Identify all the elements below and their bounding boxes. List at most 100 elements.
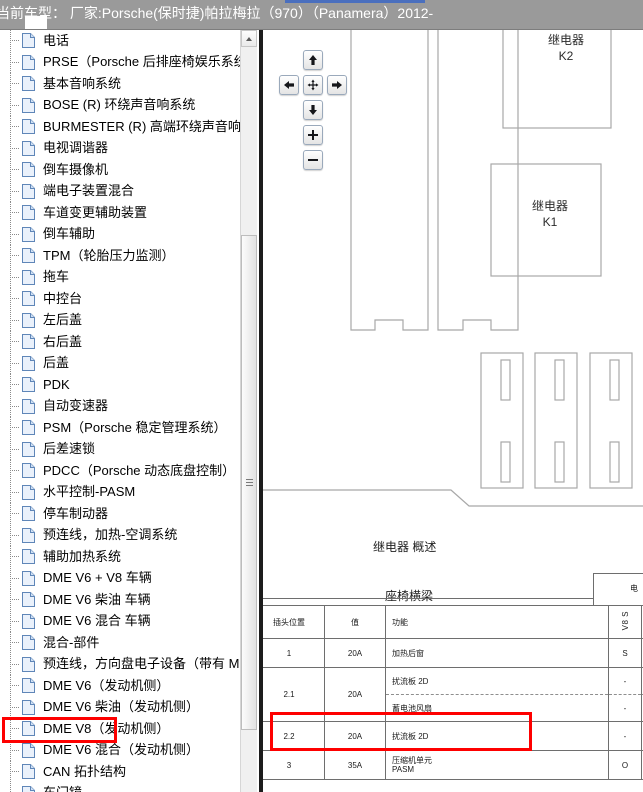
panel-divider[interactable] <box>259 30 263 792</box>
tree-item[interactable]: 倒车辅助 <box>0 223 257 246</box>
tree-item[interactable]: 车门镜 <box>0 782 257 792</box>
tree-connector-icon <box>8 331 22 353</box>
tree-scrollbar[interactable] <box>240 30 257 792</box>
tree-item[interactable]: DME V8（发动机侧） <box>0 718 257 740</box>
minus-icon <box>308 159 318 161</box>
tree-item[interactable]: 混合-部件 <box>0 632 257 654</box>
pan-down-button[interactable] <box>303 100 323 120</box>
cell-v8t: S <box>641 667 643 695</box>
zoom-out-button[interactable] <box>303 150 323 170</box>
tree-item[interactable]: 基本音响系统 <box>0 73 257 95</box>
column-header-function: 功能 <box>385 605 609 639</box>
tree-item[interactable]: DME V6 混合 车辆 <box>0 610 257 633</box>
cell-value: 20A <box>324 667 386 722</box>
tree-item-label: 车道变更辅助装置 <box>43 204 148 220</box>
tree-connector-icon <box>8 782 22 792</box>
table-row: 120A加热后窗SS <box>263 638 643 668</box>
pan-up-button[interactable] <box>303 50 323 70</box>
cell-v8s: - <box>608 694 642 722</box>
tree-item-label: CAN 拓扑结构 <box>43 763 127 779</box>
tree-item[interactable]: 预连线，方向盘电子设备（带有 MSW <box>0 653 257 676</box>
header-blank-patch <box>25 16 47 29</box>
plus-icon <box>308 130 318 140</box>
tree-item[interactable]: DME V6 柴油 车辆 <box>0 589 257 611</box>
tree-item[interactable]: 拖车 <box>0 266 257 289</box>
wiring-diagram-panel[interactable]: 继电器 K2 继电器 K1 <box>263 30 643 792</box>
column-header-value: 值 <box>324 605 386 639</box>
document-icon <box>22 721 35 737</box>
cell-position: 1 <box>263 638 325 668</box>
document-icon <box>22 33 35 49</box>
cell-value: 20A <box>324 721 386 751</box>
tree-connector-icon <box>8 524 22 546</box>
tree-item-label: 左后盖 <box>43 312 83 328</box>
tree-connector-icon <box>8 395 22 417</box>
tree-item-label: 预连线，加热-空调系统 <box>43 527 178 543</box>
recenter-button[interactable] <box>303 75 323 95</box>
scroll-up-button[interactable] <box>241 30 257 47</box>
tree-item-label: DME V6 混合 车辆 <box>43 613 151 629</box>
chevron-up-icon <box>246 37 252 41</box>
tree-item[interactable]: 端电子装置混合 <box>0 180 257 203</box>
tree-item-label: 基本音响系统 <box>43 75 122 91</box>
tree-item[interactable]: 中控台 <box>0 288 257 310</box>
tree-item[interactable]: DME V6（发动机侧） <box>0 675 257 697</box>
tree-item[interactable]: PRSE（Porsche 后排座椅娱乐系统） <box>0 51 257 74</box>
tree-connector-icon <box>8 718 22 740</box>
tree-item[interactable]: 左后盖 <box>0 309 257 332</box>
tree-item[interactable]: 倒车摄像机 <box>0 159 257 181</box>
tree-item[interactable]: 后差速锁 <box>0 438 257 461</box>
document-icon <box>22 291 35 307</box>
document-icon <box>22 334 35 350</box>
tree-connector-icon <box>8 696 22 718</box>
scrollbar-thumb[interactable] <box>241 235 257 730</box>
tree-item[interactable]: TPM（轮胎压力监测） <box>0 245 257 267</box>
zoom-in-button[interactable] <box>303 125 323 145</box>
tree-connector-icon <box>8 137 22 159</box>
tree-item[interactable]: 辅助加热系统 <box>0 546 257 568</box>
tree-item[interactable]: CAN 拓扑结构 <box>0 761 257 783</box>
tree-item[interactable]: 电话 <box>0 30 257 52</box>
grip-icon <box>246 478 253 487</box>
tree-item[interactable]: 水平控制-PASM <box>0 481 257 504</box>
document-icon <box>22 420 35 436</box>
pan-left-button[interactable] <box>279 75 299 95</box>
tree-item[interactable]: DME V6 + V8 车辆 <box>0 567 257 590</box>
document-icon <box>22 441 35 457</box>
tree-item[interactable]: 右后盖 <box>0 331 257 353</box>
tree-item[interactable]: BOSE (R) 环绕声音响系统 <box>0 94 257 117</box>
table-super-header: 电 <box>593 573 643 605</box>
column-header-col_v8s: V8 S <box>608 605 642 639</box>
tree-item[interactable]: 自动变速器 <box>0 395 257 418</box>
tree-item[interactable]: 停车制动器 <box>0 503 257 525</box>
tree-item[interactable]: 后盖 <box>0 352 257 375</box>
relay-k1-code: K1 <box>542 215 558 229</box>
diagram-navigation-pad[interactable] <box>279 50 347 180</box>
tree-item-label: 混合-部件 <box>43 634 100 650</box>
document-icon <box>22 506 35 522</box>
tree-connector-icon <box>8 266 22 288</box>
tree-connector-icon <box>8 352 22 374</box>
document-icon <box>22 785 35 792</box>
tree-item[interactable]: PDK <box>0 374 257 396</box>
document-icon <box>22 205 35 221</box>
tree-item[interactable]: BURMESTER (R) 高端环绕声音响系统 <box>0 116 257 138</box>
tree-connector-icon <box>8 438 22 460</box>
pan-right-button[interactable] <box>327 75 347 95</box>
tree-item-label: 倒车辅助 <box>43 226 96 242</box>
cell-v8s: O <box>608 750 642 780</box>
tree-item[interactable]: DME V6 柴油（发动机侧） <box>0 696 257 719</box>
relay-k2-code: K2 <box>558 49 574 63</box>
tree-item-label: PDCC（Porsche 动态底盘控制） <box>43 462 236 478</box>
tree-item[interactable]: PDCC（Porsche 动态底盘控制） <box>0 460 257 482</box>
tree-item[interactable]: 车道变更辅助装置 <box>0 202 257 224</box>
tree-item[interactable]: 电视调谐器 <box>0 137 257 160</box>
tree-item[interactable]: PSM（Porsche 稳定管理系统） <box>0 417 257 439</box>
document-icon <box>22 140 35 156</box>
tree-connector-icon <box>8 180 22 202</box>
tree-item[interactable]: DME V6 混合（发动机侧） <box>0 739 257 762</box>
tree-item[interactable]: 预连线，加热-空调系统 <box>0 524 257 547</box>
